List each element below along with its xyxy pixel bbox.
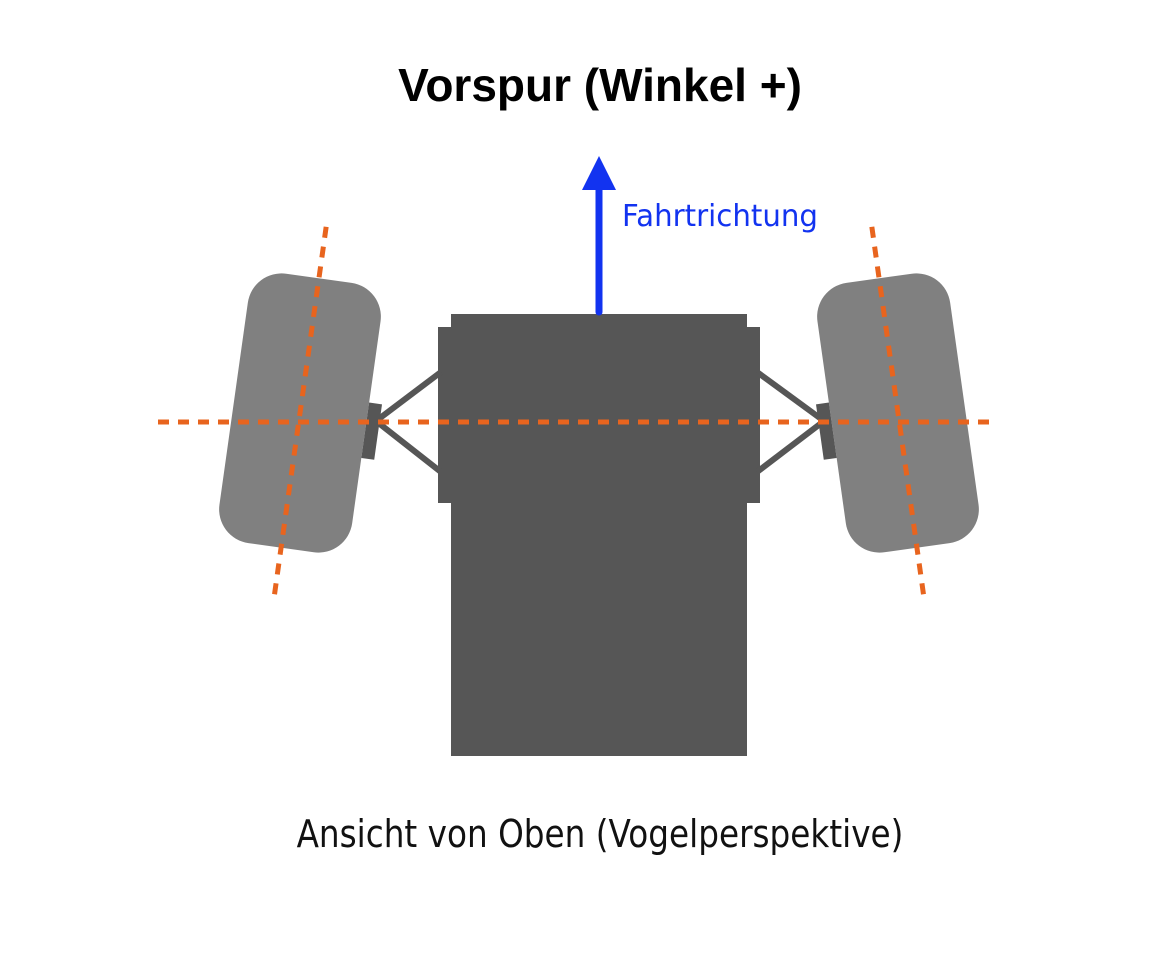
right-wheel-hub — [815, 402, 837, 460]
right-wheel-center-line — [869, 226, 927, 601]
direction-label: Fahrtrichtung — [622, 199, 818, 234]
front-axle-block — [438, 327, 760, 503]
arrow-up-icon — [582, 156, 616, 316]
left-wheel-center-line — [271, 226, 329, 601]
left-wheel — [219, 226, 383, 601]
right-wheel — [815, 226, 979, 601]
right-lower-arm — [755, 418, 826, 475]
left-lower-arm — [374, 418, 443, 475]
diagram-title: Vorspur (Winkel +) — [398, 59, 802, 111]
diagram-caption: Ansicht von Oben (Vogelperspektive) — [296, 812, 904, 856]
left-upper-arm — [374, 369, 443, 424]
direction-arrow-head — [582, 156, 616, 190]
chassis — [438, 314, 760, 756]
right-upper-arm — [755, 369, 826, 424]
left-wheel-hub — [361, 402, 383, 460]
suspension-arms — [374, 369, 826, 475]
